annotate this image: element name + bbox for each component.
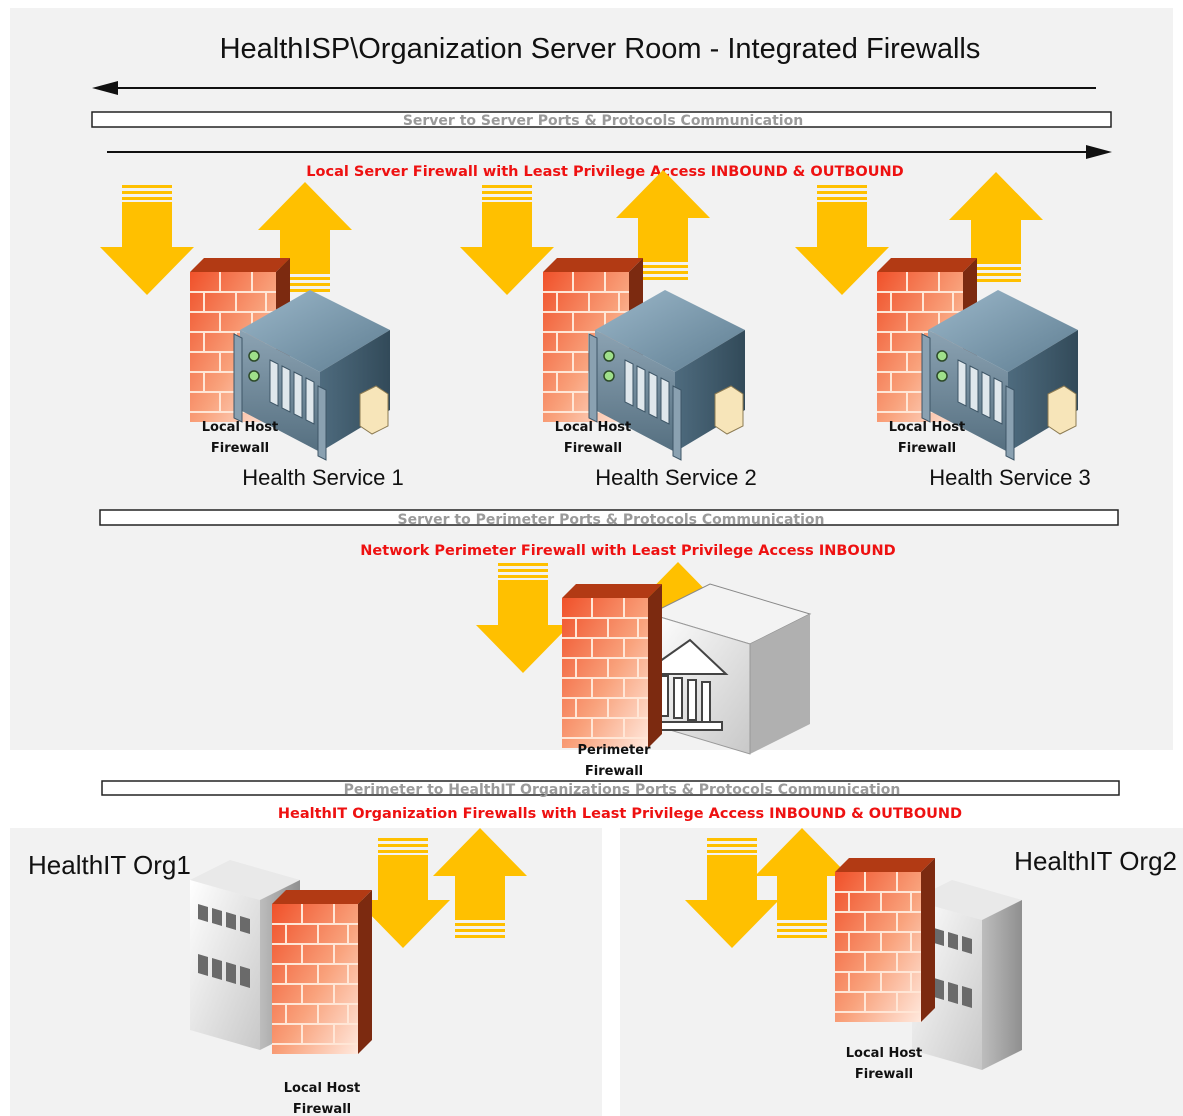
- org1-fw-line2: Firewall: [293, 1102, 351, 1116]
- service-1-name: Health Service 1: [242, 465, 403, 490]
- healthit-org1: HealthIT Org1 Local Host Firewall: [28, 828, 527, 1116]
- inbound-flow-arrow: [107, 145, 1112, 159]
- bank-icon: [649, 583, 811, 755]
- service-1-fw-line2: Firewall: [211, 441, 269, 456]
- policy-local-server: Local Server Firewall with Least Privile…: [306, 164, 903, 180]
- org2-fw-line2: Firewall: [855, 1067, 913, 1082]
- perimeter-label-line1: Perimeter: [577, 743, 651, 758]
- org1-fw-line1: Local Host: [284, 1081, 360, 1096]
- service-1-fw-line1: Local Host: [202, 420, 278, 435]
- policy-healthit-org: HealthIT Organization Firewalls with Lea…: [278, 806, 962, 822]
- service-2-fw-line1: Local Host: [555, 420, 631, 435]
- service-3-name: Health Service 3: [929, 465, 1090, 490]
- outbound-flow-arrow: [92, 81, 1096, 95]
- service-3-fw-line2: Firewall: [898, 441, 956, 456]
- diagram-title: HealthISP\Organization Server Room - Int…: [220, 33, 981, 65]
- firewall-icon: [834, 857, 936, 1023]
- firewall-icon: [561, 583, 663, 749]
- service-2-fw-line2: Firewall: [564, 441, 622, 456]
- band-server-to-server-label: Server to Server Ports & Protocols Commu…: [403, 113, 803, 129]
- band-perimeter-to-orgs: [101, 780, 1120, 796]
- band-server-to-server: [91, 111, 1112, 128]
- perimeter-firewall: Perimeter Firewall: [476, 562, 811, 779]
- band-server-to-perimeter-label: Server to Perimeter Ports & Protocols Co…: [398, 512, 825, 528]
- firewall-icon: [271, 889, 373, 1055]
- org1-name: HealthIT Org1: [28, 850, 191, 880]
- band-server-to-perimeter: [99, 509, 1119, 526]
- band-perimeter-to-orgs-label: Perimeter to HealthIT Organizations Port…: [344, 782, 901, 798]
- service-2-name: Health Service 2: [595, 465, 756, 490]
- policy-network-perimeter: Network Perimeter Firewall with Least Pr…: [360, 543, 895, 559]
- perimeter-label-line2: Firewall: [585, 764, 643, 779]
- health-service-3: Local Host Firewall Health Service 3: [795, 172, 1091, 490]
- health-service-1: Local Host Firewall Health Service 1: [100, 182, 404, 490]
- health-service-2: Local Host Firewall Health Service 2: [460, 170, 757, 490]
- service-3-fw-line1: Local Host: [889, 420, 965, 435]
- healthit-org2: HealthIT Org2 Local Host Firewall: [685, 828, 1177, 1082]
- org2-fw-line1: Local Host: [846, 1046, 922, 1061]
- org2-name: HealthIT Org2: [1014, 846, 1177, 876]
